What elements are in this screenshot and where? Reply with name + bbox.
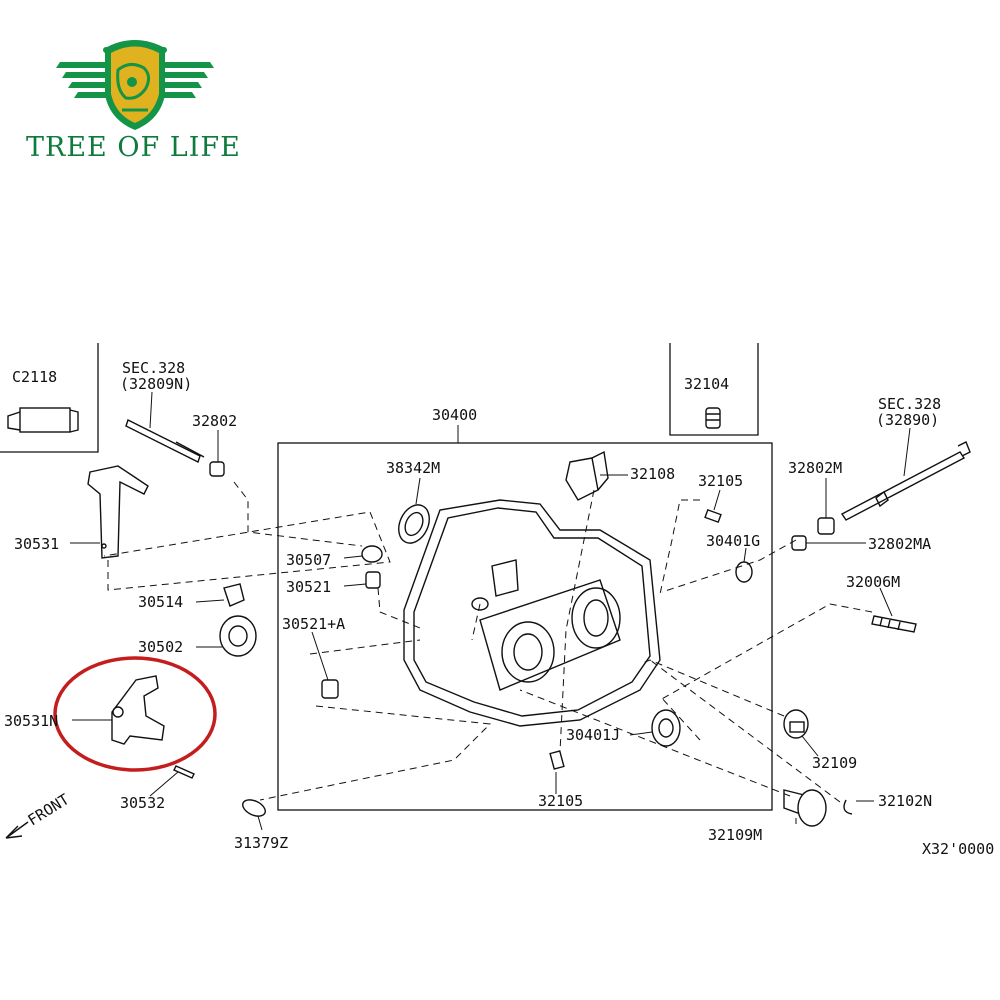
washer-31379z-icon — [242, 799, 266, 817]
retainer-32109-icon — [783, 709, 809, 739]
label-sec328-a-ref: (32809N) — [120, 375, 192, 393]
label-30531: 30531 — [14, 535, 59, 553]
sensor-32006m-icon — [871, 615, 917, 633]
bushing-32802ma-icon — [791, 535, 807, 551]
tree-of-life-logo-icon — [56, 40, 214, 130]
retainer-32109m-icon — [783, 789, 827, 827]
dowel-32105-top-icon — [704, 508, 722, 524]
shift-lever-30531-icon — [87, 465, 149, 559]
p32104-frame — [669, 343, 759, 436]
label-c2118: C2118 — [12, 368, 57, 386]
label-31379z: 31379Z — [234, 834, 288, 852]
label-30514: 30514 — [138, 593, 183, 611]
label-sec328-b-ref: (32890) — [876, 411, 939, 429]
label-diagram-code: X32'0000 — [922, 840, 994, 858]
seal-30401j-icon — [651, 709, 681, 747]
label-30531n: 30531N — [4, 712, 58, 730]
shaft-32809n-icon — [125, 419, 205, 463]
label-30401g: 30401G — [706, 532, 760, 550]
seal-38342m-icon — [398, 504, 430, 544]
c2118-tube-icon — [7, 407, 79, 433]
label-32108: 32108 — [630, 465, 675, 483]
bushing-32802m-icon — [817, 517, 835, 535]
label-30401j: 30401J — [566, 726, 620, 744]
label-sec328-b: SEC.328 — [878, 395, 941, 413]
label-30507: 30507 — [286, 551, 331, 569]
shift-lever-30531n-icon — [111, 675, 165, 745]
shaft-32890-icon — [840, 441, 971, 521]
bracket-32108-icon — [565, 450, 609, 501]
brand-name: TREE OF LIFE — [26, 132, 241, 163]
front-arrow-icon — [5, 821, 29, 839]
label-38342m: 38342M — [386, 459, 440, 477]
label-32802ma: 32802MA — [868, 535, 931, 553]
label-32109m: 32109M — [708, 826, 762, 844]
transaxle-housing-30400-icon — [403, 499, 661, 727]
clip-30514-icon — [223, 583, 245, 607]
seal-30507-icon — [361, 545, 383, 563]
release-bearing-30502-icon — [219, 615, 257, 657]
label-front: FRONT — [25, 790, 73, 829]
bushing-30521-icon — [365, 571, 381, 589]
label-30532: 30532 — [120, 794, 165, 812]
label-32802m: 32802M — [788, 459, 842, 477]
label-32109: 32109 — [812, 754, 857, 772]
label-32104: 32104 — [684, 375, 729, 393]
label-30521: 30521 — [286, 578, 331, 596]
label-32006m: 32006M — [846, 573, 900, 591]
dowel-32105-bottom-icon — [549, 750, 565, 770]
label-32105-bottom: 32105 — [538, 792, 583, 810]
label-32105-top: 32105 — [698, 472, 743, 490]
bushing-30521a-icon — [321, 679, 339, 699]
bushing-32802-icon — [209, 461, 225, 477]
c2118-frame — [0, 343, 99, 453]
label-32102n: 32102N — [878, 792, 932, 810]
label-sec328-a: SEC.328 — [122, 359, 185, 377]
highlight-circle — [53, 656, 217, 772]
clip-32102n-icon — [843, 799, 853, 815]
label-30400: 30400 — [432, 406, 477, 424]
p30400-frame — [277, 442, 773, 811]
label-30521a: 30521+A — [282, 615, 345, 633]
seal-30401g-icon — [735, 561, 753, 583]
plug-32104-icon — [705, 407, 721, 429]
label-32802: 32802 — [192, 412, 237, 430]
pin-30532-icon — [173, 765, 195, 779]
label-30502: 30502 — [138, 638, 183, 656]
